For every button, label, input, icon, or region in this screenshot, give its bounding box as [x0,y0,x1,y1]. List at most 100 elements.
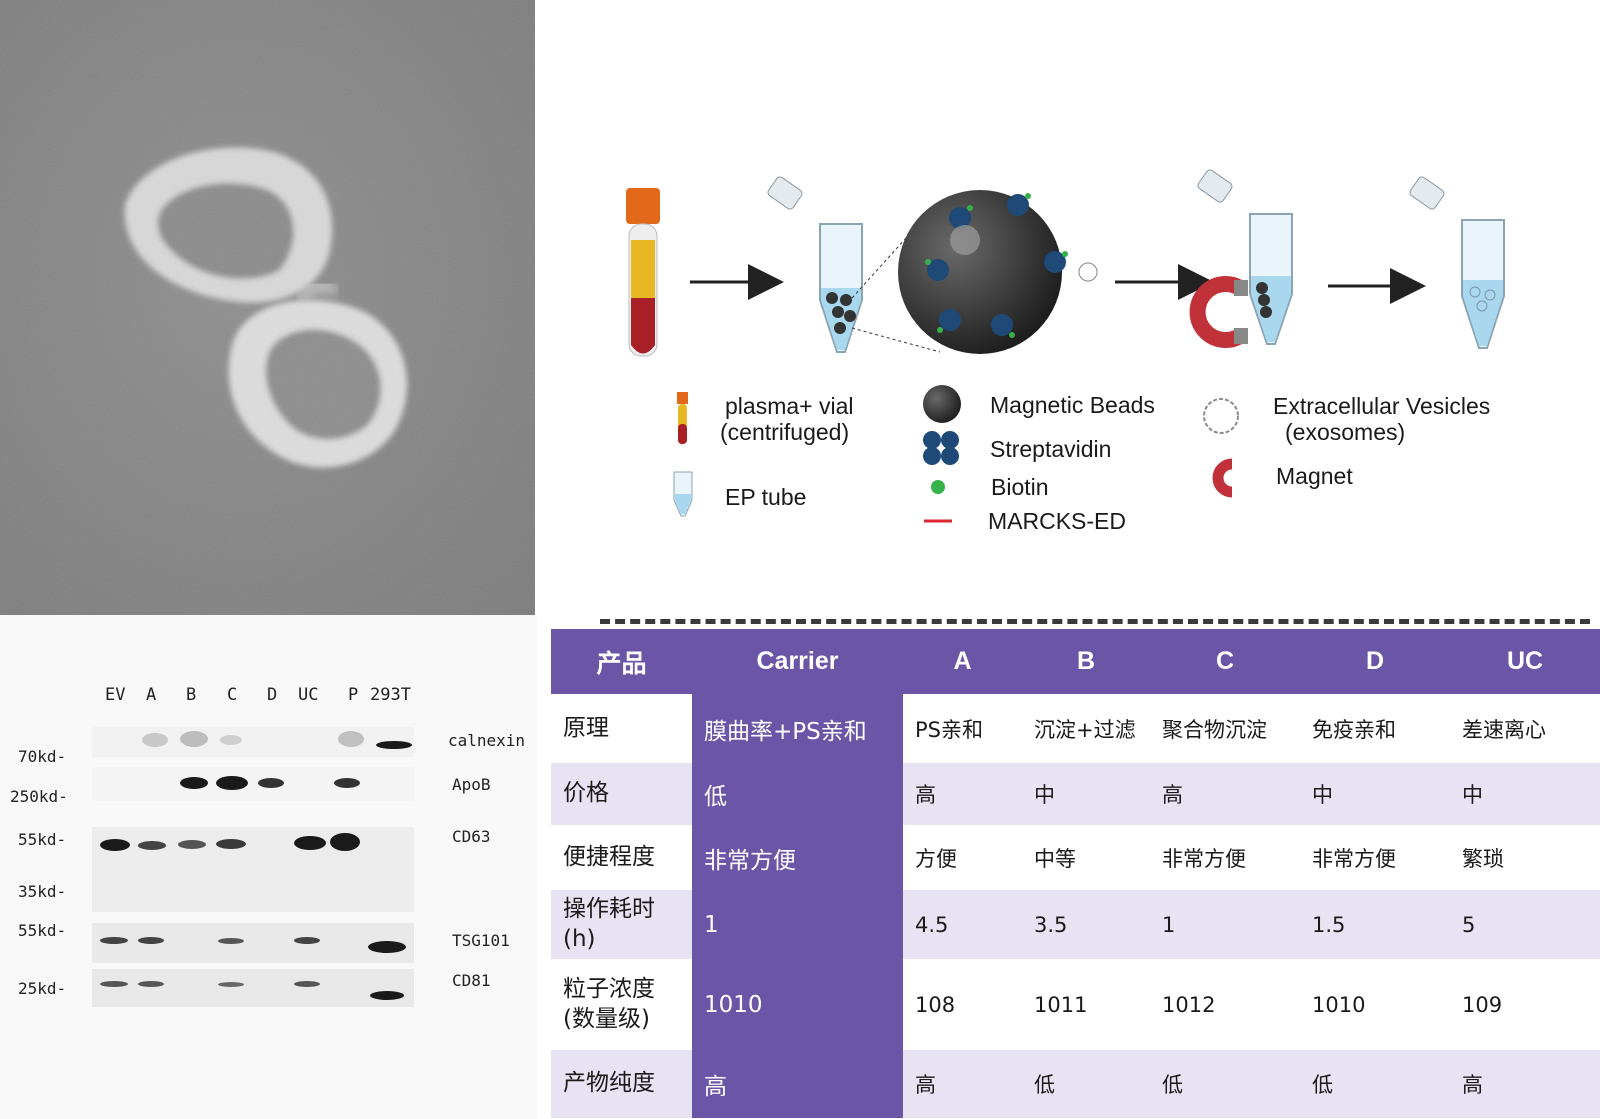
legend-plasma-icon [677,392,688,444]
lane-label: C [227,685,238,705]
lane-label: D [267,685,278,705]
blot-strip-cd81 [92,969,414,1007]
legend-ep-tube-icon [673,471,693,517]
magnetic-bead-closeup [898,190,1098,354]
header-cell: UC [1450,629,1600,694]
protein-label: CD63 [452,827,491,846]
table-row: 价格 低 高 中 高 中 中 [551,763,1600,825]
table-cell: 4.5 [903,890,1022,959]
blot-strip-cd63 [92,827,414,912]
ep-tube-beads-icon [767,176,863,353]
row-label-line2: (数量级) [563,1005,650,1032]
row-label: 价格 [551,763,692,825]
table-cell: 1010 [1300,959,1450,1050]
legend-plasma-label: plasma+ vial [725,393,853,419]
mw-marker: 250kd- [10,787,68,806]
table-cell: 非常方便 [1150,825,1300,890]
table-cell: 繁琐 [1450,825,1600,890]
table-cell: 3.5 [1022,890,1150,959]
row-label-line1: 操作耗时 [563,895,655,922]
row-label: 操作耗时 (h) [551,890,692,959]
legend-ev-label: Extracellular Vesicles [1273,393,1490,419]
table-cell: 108 [903,959,1022,1050]
tem-micrograph [0,0,535,615]
table-row: 产物纯度 高 高 低 低 低 高 [551,1050,1600,1118]
lane-label: EV [105,685,126,705]
row-label-line1: 粒子浓度 [563,975,655,1002]
table-cell: 中 [1022,763,1150,825]
protein-label: CD81 [452,971,491,990]
lane-label: 293T [370,685,411,705]
table-cell: 1 [692,890,903,959]
legend-ep-tube-label: EP tube [725,484,806,510]
lane-label: P [348,685,359,705]
table-cell: 膜曲率+PS亲和 [692,694,903,763]
table-cell: 高 [692,1050,903,1118]
header-cell: D [1300,629,1450,694]
legend-bead-icon [923,385,961,423]
table-row: 原理 膜曲率+PS亲和 PS亲和 沉淀+过滤 聚合物沉淀 免疫亲和 差速离心 [551,694,1600,763]
table-cell: 109 [1450,959,1600,1050]
row-label: 原理 [551,694,692,763]
table-cell: 低 [1022,1050,1150,1118]
header-cell: C [1150,629,1300,694]
legend-plasma-sub: (centrifuged) [720,419,849,445]
legend-biotin-label: Biotin [991,474,1049,500]
table-row: 便捷程度 非常方便 方便 中等 非常方便 非常方便 繁琐 [551,825,1600,890]
ep-tube-magnet-icon [1189,169,1293,348]
mw-marker: 55kd- [18,921,67,940]
header-cell: 产品 [551,629,692,694]
table-cell: 低 [1150,1050,1300,1118]
table-row: 粒子浓度(数量级) 1010 108 1011 1012 1010 109 [551,959,1600,1050]
table-cell: 沉淀+过滤 [1022,694,1150,763]
table-cell: 中 [1450,763,1600,825]
row-label: 产物纯度 [551,1050,692,1118]
legend-magnet-icon [1212,458,1233,498]
legend-streptavidin-icon [923,431,959,465]
protein-label: ApoB [452,775,491,794]
blot-strip-tsg101 [92,923,414,963]
row-label: 粒子浓度 (数量级) [551,959,692,1050]
row-label-line2: (h) [563,925,596,952]
table-cell: 低 [692,763,903,825]
table-cell: 差速离心 [1450,694,1600,763]
legend-biotin-icon [931,480,945,494]
western-blot-panel: EV A B C D UC P 293T 70kd- 250kd- 55kd- … [0,615,537,1119]
ep-tube-exosomes-icon [1409,176,1505,349]
isolation-schematic: plasma+ vial (centrifuged) EP tube Magne… [540,0,1600,615]
header-cell: B [1022,629,1150,694]
table-cell: 5 [1450,890,1600,959]
blot-strip-calnexin [92,727,414,757]
protein-label: TSG101 [452,931,510,950]
lane-label: B [186,685,197,705]
header-cell: A [903,629,1022,694]
table-cell: 高 [903,1050,1022,1118]
table-cell: 非常方便 [692,825,903,890]
schematic-figure: plasma+ vial (centrifuged) EP tube Magne… [626,169,1505,534]
table-cell: 聚合物沉淀 [1150,694,1300,763]
table-cell: 1012 [1150,959,1300,1050]
lane-label: A [146,685,157,705]
table-cell: 非常方便 [1300,825,1450,890]
table-cell: 方便 [903,825,1022,890]
table-cell: 1 [1150,890,1300,959]
header-cell: Carrier [692,629,903,694]
table-cell: 低 [1300,1050,1450,1118]
mw-marker: 55kd- [18,830,67,849]
table-cell: 1010 [692,959,903,1050]
legend-streptavidin-label: Streptavidin [990,436,1111,462]
table-cell: PS亲和 [903,694,1022,763]
tem-image [0,0,535,615]
legend-magnet-label: Magnet [1276,463,1353,489]
legend-beads-label: Magnetic Beads [990,392,1155,418]
table-cell: 中等 [1022,825,1150,890]
mw-marker: 70kd- [18,747,67,766]
legend-ev-sub: (exosomes) [1285,419,1405,445]
row-label: 便捷程度 [551,825,692,890]
mw-marker: 35kd- [18,882,67,901]
plasma-vial-icon [626,188,660,357]
table-header-row: 产品 Carrier A B C D UC [551,629,1600,694]
table-cell: 1.5 [1300,890,1450,959]
table-row: 操作耗时 (h) 1 4.5 3.5 1 1.5 5 [551,890,1600,959]
legend-ev-icon [1203,398,1239,434]
